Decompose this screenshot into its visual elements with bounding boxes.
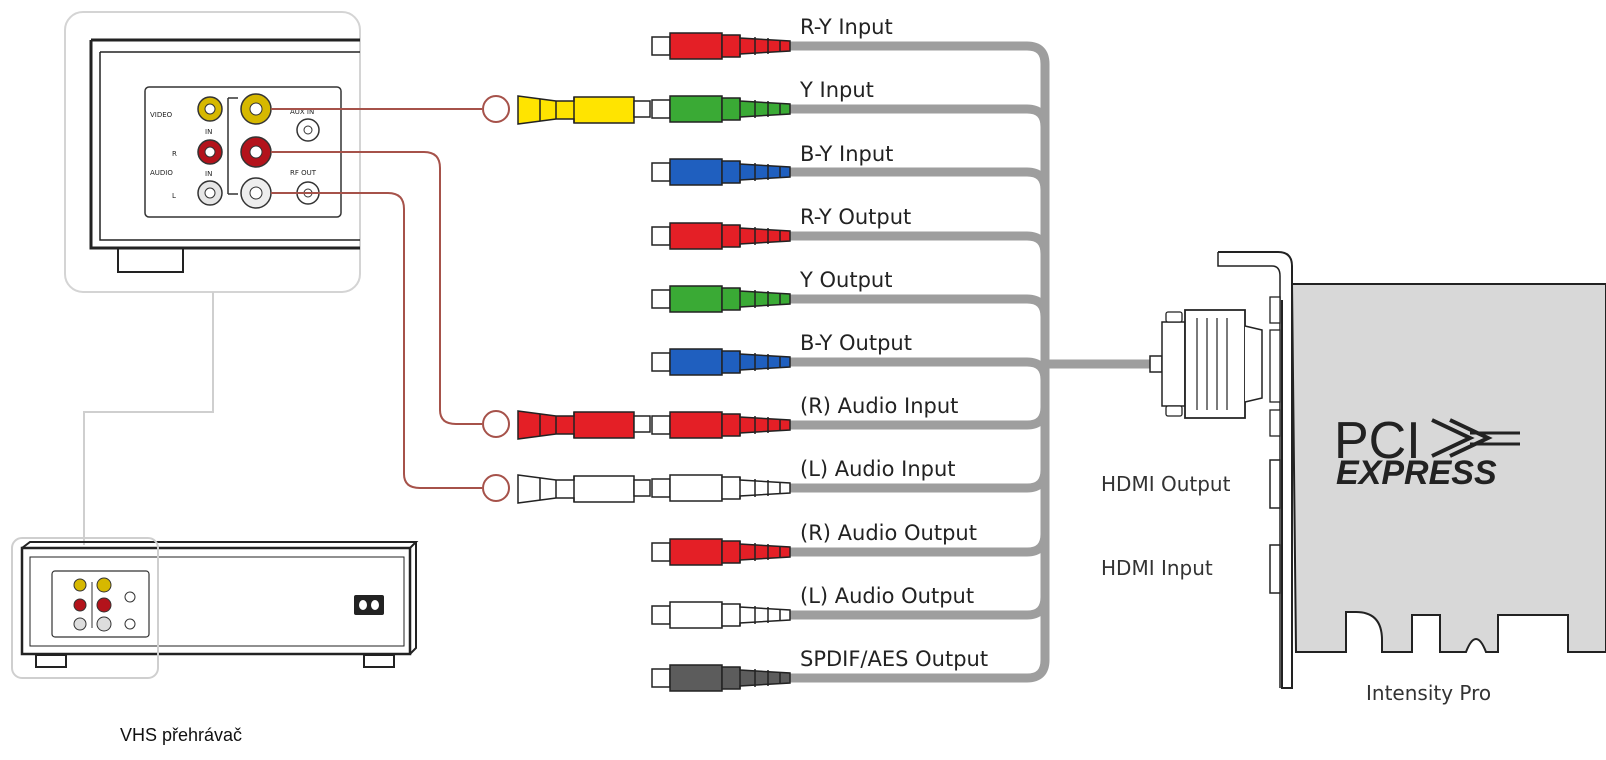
plug-r-y-input (651, 32, 791, 60)
plug-l-audio-input (651, 474, 791, 502)
audio-l-out-jack (240, 177, 272, 209)
intensity-pro-card: PCI EXPRESS HDMI Output HDMI Input Inten… (1101, 251, 1606, 705)
vcr-caption: VHS přehrávač (120, 725, 242, 745)
vcr-device (20, 541, 419, 668)
panel-label-rf-out: RF OUT (290, 169, 317, 177)
label-r-audio-output: (R) Audio Output (800, 521, 977, 545)
breakout-connectors (651, 32, 791, 692)
plug-r-y-output (651, 222, 791, 250)
zoom-callout-line (83, 292, 214, 545)
cable-spdif-aes-output (785, 359, 1050, 683)
panel-label-l: L (172, 192, 176, 200)
pci-express-chevron-icon (1431, 418, 1520, 458)
hdmi-input-port (1269, 544, 1281, 594)
audio-r-adapter-plug (482, 410, 651, 440)
plug-y-output (651, 285, 791, 313)
hdmi-output-label: HDMI Output (1101, 472, 1231, 496)
audio-r-in-jack (197, 139, 223, 165)
plug-b-y-input (651, 158, 791, 186)
label-r-y-input: R-Y Input (800, 15, 893, 39)
breakout-cable-bundle (785, 41, 1050, 683)
panel-label-in-2: IN (205, 170, 212, 178)
label-b-y-output: B-Y Output (800, 331, 912, 355)
plug-r-audio-input (651, 411, 791, 439)
adapter-plugs (482, 95, 651, 504)
panel-label-audio: AUDIO (150, 169, 173, 177)
pci-logo-text: PCI (1334, 412, 1421, 470)
label-r-audio-input: (R) Audio Input (800, 394, 958, 418)
plug-b-y-output (651, 348, 791, 376)
hdmi-output-port (1269, 459, 1281, 509)
zoom-highlight-box (11, 537, 159, 679)
cable-y-output (785, 294, 1050, 369)
cable-b-y-output (785, 357, 1050, 381)
express-logo-text: EXPRESS (1336, 454, 1497, 492)
label-spdif-aes-output: SPDIF/AES Output (800, 647, 988, 671)
plug-r-audio-output (651, 538, 791, 566)
hdmi-input-label: HDMI Input (1101, 556, 1213, 580)
vcr-zoom-view: VIDEO IN R AUDIO IN L AUX IN RF OUT (64, 11, 361, 293)
panel-label-r: R (172, 150, 177, 158)
cable-y-input (785, 104, 1050, 369)
panel-label-in: IN (205, 128, 212, 136)
plug-y-input (651, 95, 791, 123)
cable-r-y-input (785, 41, 1050, 369)
card-name-label: Intensity Pro (1366, 681, 1491, 705)
vcr-wires (271, 108, 482, 489)
panel-label-aux-in: AUX IN (290, 108, 314, 116)
power-socket (354, 595, 384, 615)
label-l-audio-output: (L) Audio Output (800, 584, 974, 608)
label-b-y-input: B-Y Input (800, 142, 893, 166)
audio-l-adapter-plug (482, 474, 651, 504)
connector-labels: R-Y Input Y Input B-Y Input R-Y Output Y… (799, 15, 988, 671)
label-y-output: Y Output (799, 268, 892, 292)
label-l-audio-input: (L) Audio Input (800, 457, 956, 481)
label-r-y-output: R-Y Output (800, 205, 911, 229)
plug-spdif-aes-output (651, 664, 791, 692)
panel-label-video: VIDEO (150, 111, 173, 119)
video-adapter-plug (482, 95, 651, 125)
label-y-input: Y Input (799, 78, 874, 102)
cable-r-y-output (785, 231, 1050, 369)
aux-in-jack (296, 118, 320, 142)
video-in-jack (197, 96, 223, 122)
video-out-jack (240, 93, 272, 125)
plug-l-audio-output (651, 601, 791, 629)
cable-b-y-input (785, 167, 1050, 369)
audio-r-out-jack (240, 136, 272, 168)
audio-l-in-jack (197, 180, 223, 206)
breakout-db-connector (1149, 309, 1263, 419)
